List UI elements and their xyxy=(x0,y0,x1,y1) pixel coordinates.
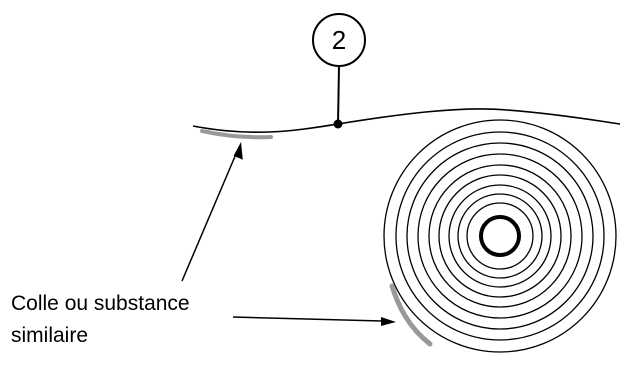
glue-mark-strip xyxy=(200,129,273,140)
roll-ring xyxy=(466,202,534,270)
callout-dot xyxy=(333,119,343,129)
paper-strip xyxy=(192,108,621,134)
roll-rings xyxy=(383,119,617,353)
roll-ring xyxy=(383,119,617,353)
callout-leader-line xyxy=(337,65,340,125)
arrowhead xyxy=(233,142,243,160)
callout-number: 2 xyxy=(332,25,346,55)
arrow-shaft xyxy=(181,153,237,282)
roll-ring xyxy=(395,131,605,341)
roll-ring xyxy=(438,174,562,298)
roll-core xyxy=(479,215,521,257)
roll-ring xyxy=(406,142,594,330)
glue-mark-roll xyxy=(389,283,433,347)
arrowhead xyxy=(381,317,396,326)
roll-ring xyxy=(428,164,572,308)
arrow-shaft xyxy=(232,316,383,322)
roll-ring xyxy=(417,153,583,319)
roll-ring xyxy=(448,184,552,288)
roll-ring xyxy=(457,193,543,279)
glue-label-line2: similaire xyxy=(11,324,88,347)
arrow-to-strip-glue xyxy=(181,142,243,282)
glue-label-line1: Colle ou substance xyxy=(11,292,190,315)
arrow-to-roll-glue xyxy=(232,316,396,326)
